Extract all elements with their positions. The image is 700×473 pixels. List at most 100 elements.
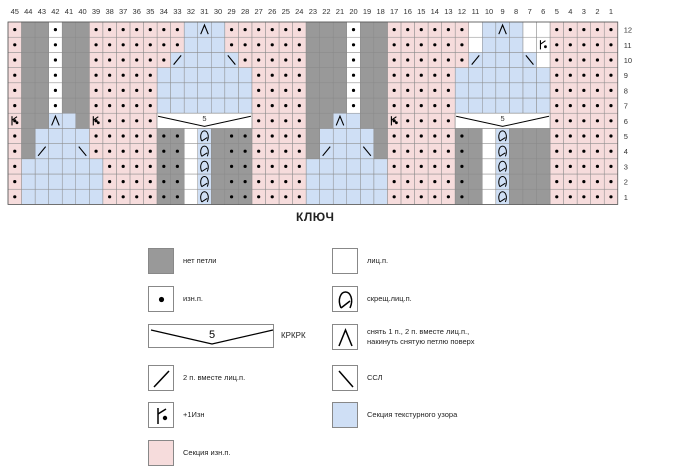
purl-dot-icon — [108, 58, 112, 62]
purl-dot-icon — [13, 195, 17, 199]
inc-purl-label: +1Изн — [183, 410, 205, 419]
no-stitch-cell — [522, 173, 537, 190]
cable-symbol-icon — [156, 112, 253, 129]
no-stitch-cell — [75, 112, 90, 129]
twisted-knit-icon — [499, 197, 506, 203]
top-axis-number: 15 — [417, 7, 425, 16]
legend-k2tog: 2 п. вместе лиц.п. — [148, 365, 245, 391]
purl-dot-icon — [270, 58, 274, 62]
chart-cell — [238, 67, 253, 84]
purl-dot-icon — [392, 180, 396, 184]
purl-dot-icon — [460, 149, 464, 153]
chart-cell — [319, 158, 334, 175]
purl-dot-icon — [135, 149, 139, 153]
purl-dot-icon — [419, 104, 423, 108]
purl-dot-icon — [609, 73, 613, 77]
purl-dot-icon — [175, 180, 179, 184]
no-stitch-cell — [522, 158, 537, 175]
purl-dot-icon — [148, 149, 152, 153]
purl-dot-icon — [162, 149, 166, 153]
no-stitch-cell — [360, 52, 375, 68]
chart-cell — [332, 173, 348, 190]
no-stitch-cell — [332, 21, 348, 38]
chart-cell — [495, 67, 510, 84]
top-axis-number: 19 — [363, 7, 371, 16]
purl-dot-icon — [582, 28, 586, 32]
purl-dot-icon — [297, 58, 301, 62]
no-stitch-cell — [468, 143, 483, 160]
chart-cell — [482, 97, 497, 114]
purl-dot-icon — [175, 149, 179, 153]
chart-cell — [183, 97, 198, 114]
purl-dot-icon — [297, 28, 301, 32]
chart-cell — [305, 173, 320, 190]
purl-dot-icon — [297, 104, 301, 108]
chart-cell — [373, 158, 388, 175]
no-stitch-cell — [536, 128, 551, 144]
chart-cell — [509, 82, 524, 99]
chart-cell — [482, 158, 497, 175]
purl-dot-icon — [297, 119, 301, 123]
purl-dot-icon — [94, 28, 98, 32]
purl-dot-icon — [595, 149, 600, 153]
sk2p-icon — [51, 114, 60, 126]
no-stitch-cell — [211, 173, 226, 190]
cable-symbol-icon — [454, 112, 551, 129]
purl-dot-icon — [419, 28, 423, 32]
purl-dot-icon — [229, 149, 234, 153]
row-number: 4 — [624, 147, 628, 156]
purl-dot-icon — [284, 104, 288, 108]
top-axis-number: 39 — [92, 7, 100, 16]
purl-dot-icon — [568, 180, 572, 184]
chart-cell — [495, 82, 510, 99]
chart-cell — [197, 97, 212, 114]
purl-dot-icon — [135, 43, 139, 47]
purl-dot-icon — [297, 88, 301, 92]
twisted-knit-icon — [498, 191, 507, 203]
no-stitch-cell — [509, 158, 524, 175]
purl-dot-icon — [406, 164, 410, 168]
chart-cell — [495, 97, 510, 114]
purl-dot-icon — [297, 134, 301, 138]
purl-dot-icon — [148, 286, 174, 312]
purl-dot-icon — [609, 195, 613, 199]
knit-swatch — [332, 248, 358, 274]
chart-cell — [373, 173, 388, 190]
chart-cell — [183, 52, 198, 68]
chart-cell — [522, 67, 537, 84]
chart-cell — [482, 67, 497, 84]
top-axis-number: 21 — [336, 7, 344, 16]
chart-cell — [238, 97, 253, 114]
purl-dot-icon — [13, 180, 17, 184]
chart-cell — [536, 82, 551, 99]
chart-cell — [183, 36, 198, 53]
purl-dot-icon — [243, 43, 247, 47]
purl-dot-icon — [13, 104, 17, 108]
inc-purl-icon — [148, 402, 174, 428]
purl-dot-icon — [121, 134, 125, 138]
legend-ssk: ССЛ — [332, 365, 383, 391]
purl-dot-icon — [53, 73, 58, 77]
purl-dot-icon — [121, 73, 125, 77]
no-stitch-cell — [305, 97, 320, 114]
chart-cell — [509, 21, 524, 38]
chart-cell — [21, 188, 36, 205]
purl-dot-icon — [582, 58, 586, 62]
chart-cell — [319, 188, 334, 205]
purl-dot-icon — [392, 88, 396, 92]
chart-cell — [61, 112, 77, 129]
purl-dot-icon — [446, 58, 450, 62]
top-axis-number: 29 — [227, 7, 235, 16]
chart-cell — [224, 82, 239, 99]
no-stitch-cell — [21, 52, 36, 68]
chart-cell — [75, 188, 90, 205]
purl-dot-icon — [297, 195, 301, 199]
chart-cell — [360, 128, 375, 144]
purl-dot-icon — [148, 104, 152, 108]
no-stitch-cell — [373, 21, 388, 38]
purl-dot-icon — [595, 43, 600, 47]
no-stitch-label: нет петли — [183, 256, 217, 265]
purl-dot-icon — [582, 73, 586, 77]
purl-dot-icon — [257, 58, 261, 62]
